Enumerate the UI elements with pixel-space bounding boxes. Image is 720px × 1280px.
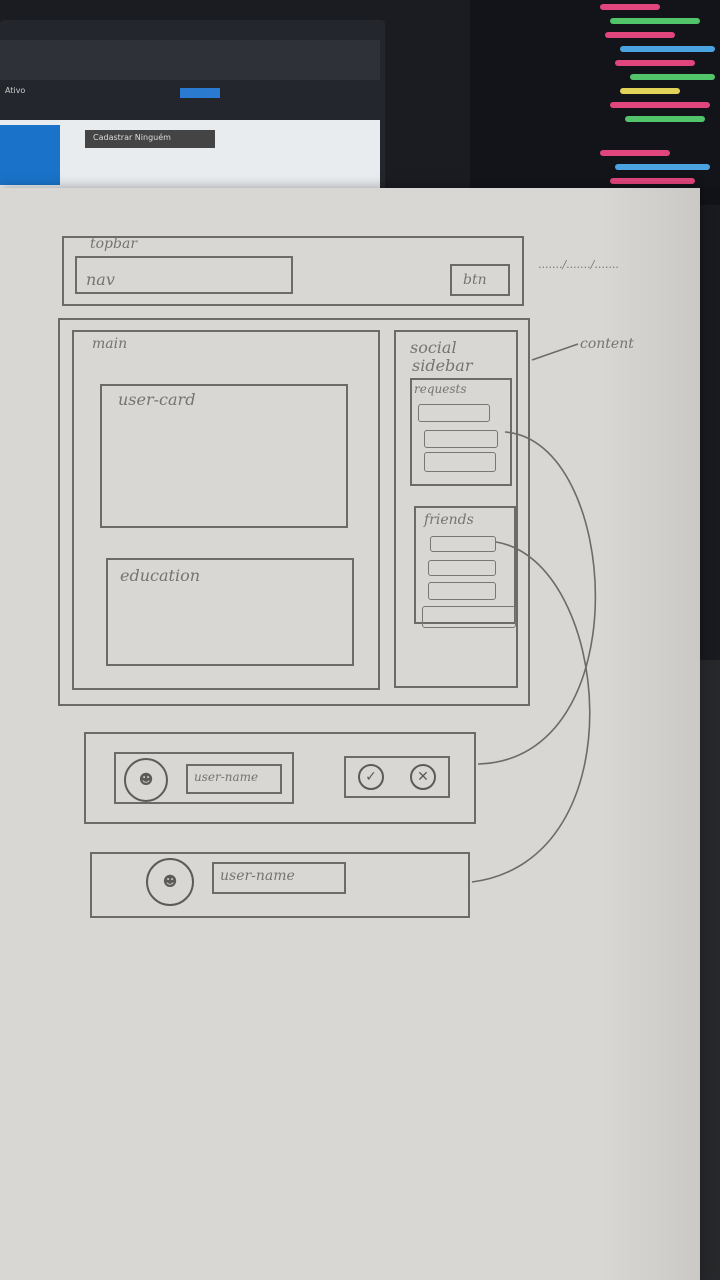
x-icon: ✕ xyxy=(410,764,436,790)
content-label: content xyxy=(580,336,634,352)
topbar-box xyxy=(62,236,524,306)
avatar-icon: ☻ xyxy=(124,758,168,802)
sidebar-label-line1: social xyxy=(410,338,457,357)
desk-edge xyxy=(700,660,720,1280)
friend-card-box xyxy=(90,852,470,918)
requests-label: requests xyxy=(414,382,467,396)
monitor-card-text: Cadastrar Ninguém xyxy=(93,133,171,142)
user-card-label: user-card xyxy=(118,390,196,409)
friend-username: user-name xyxy=(220,868,295,884)
request-username: user-name xyxy=(194,770,259,784)
request-actions-box xyxy=(344,756,450,798)
topbar-label: topbar xyxy=(90,236,138,252)
friends-label: friends xyxy=(424,512,474,528)
check-icon: ✓ xyxy=(358,764,384,790)
btn-box xyxy=(450,264,510,296)
monitor-tab-text: Ativo xyxy=(5,86,26,95)
request-card-inner xyxy=(114,752,294,804)
avatar-icon: ☻ xyxy=(146,858,194,906)
request-username-box xyxy=(186,764,282,794)
monitor-blue-button xyxy=(180,88,220,98)
monitor-card-header: Cadastrar Ninguém xyxy=(85,130,215,148)
btn-label: btn xyxy=(463,272,487,288)
main-label: main xyxy=(92,336,128,352)
education-box xyxy=(106,558,354,666)
nav-label: nav xyxy=(86,270,115,289)
monitor-browser-bar xyxy=(0,40,380,80)
friend-item xyxy=(428,582,496,600)
sidebar-label-line2: sidebar xyxy=(412,356,473,375)
monitor-blue-panel xyxy=(0,125,60,185)
code-editor-monitor xyxy=(470,0,720,205)
request-item xyxy=(424,452,496,472)
friend-item xyxy=(422,606,516,628)
friend-item xyxy=(430,536,496,552)
friend-username-box xyxy=(212,862,346,894)
education-label: education xyxy=(120,566,200,585)
nav-box xyxy=(75,256,293,294)
breadcrumb-label: ......./......./....... xyxy=(538,258,619,271)
friend-item xyxy=(428,560,496,576)
main-box xyxy=(72,330,380,690)
user-card-box xyxy=(100,384,348,528)
request-item xyxy=(424,430,498,448)
request-item xyxy=(418,404,490,422)
